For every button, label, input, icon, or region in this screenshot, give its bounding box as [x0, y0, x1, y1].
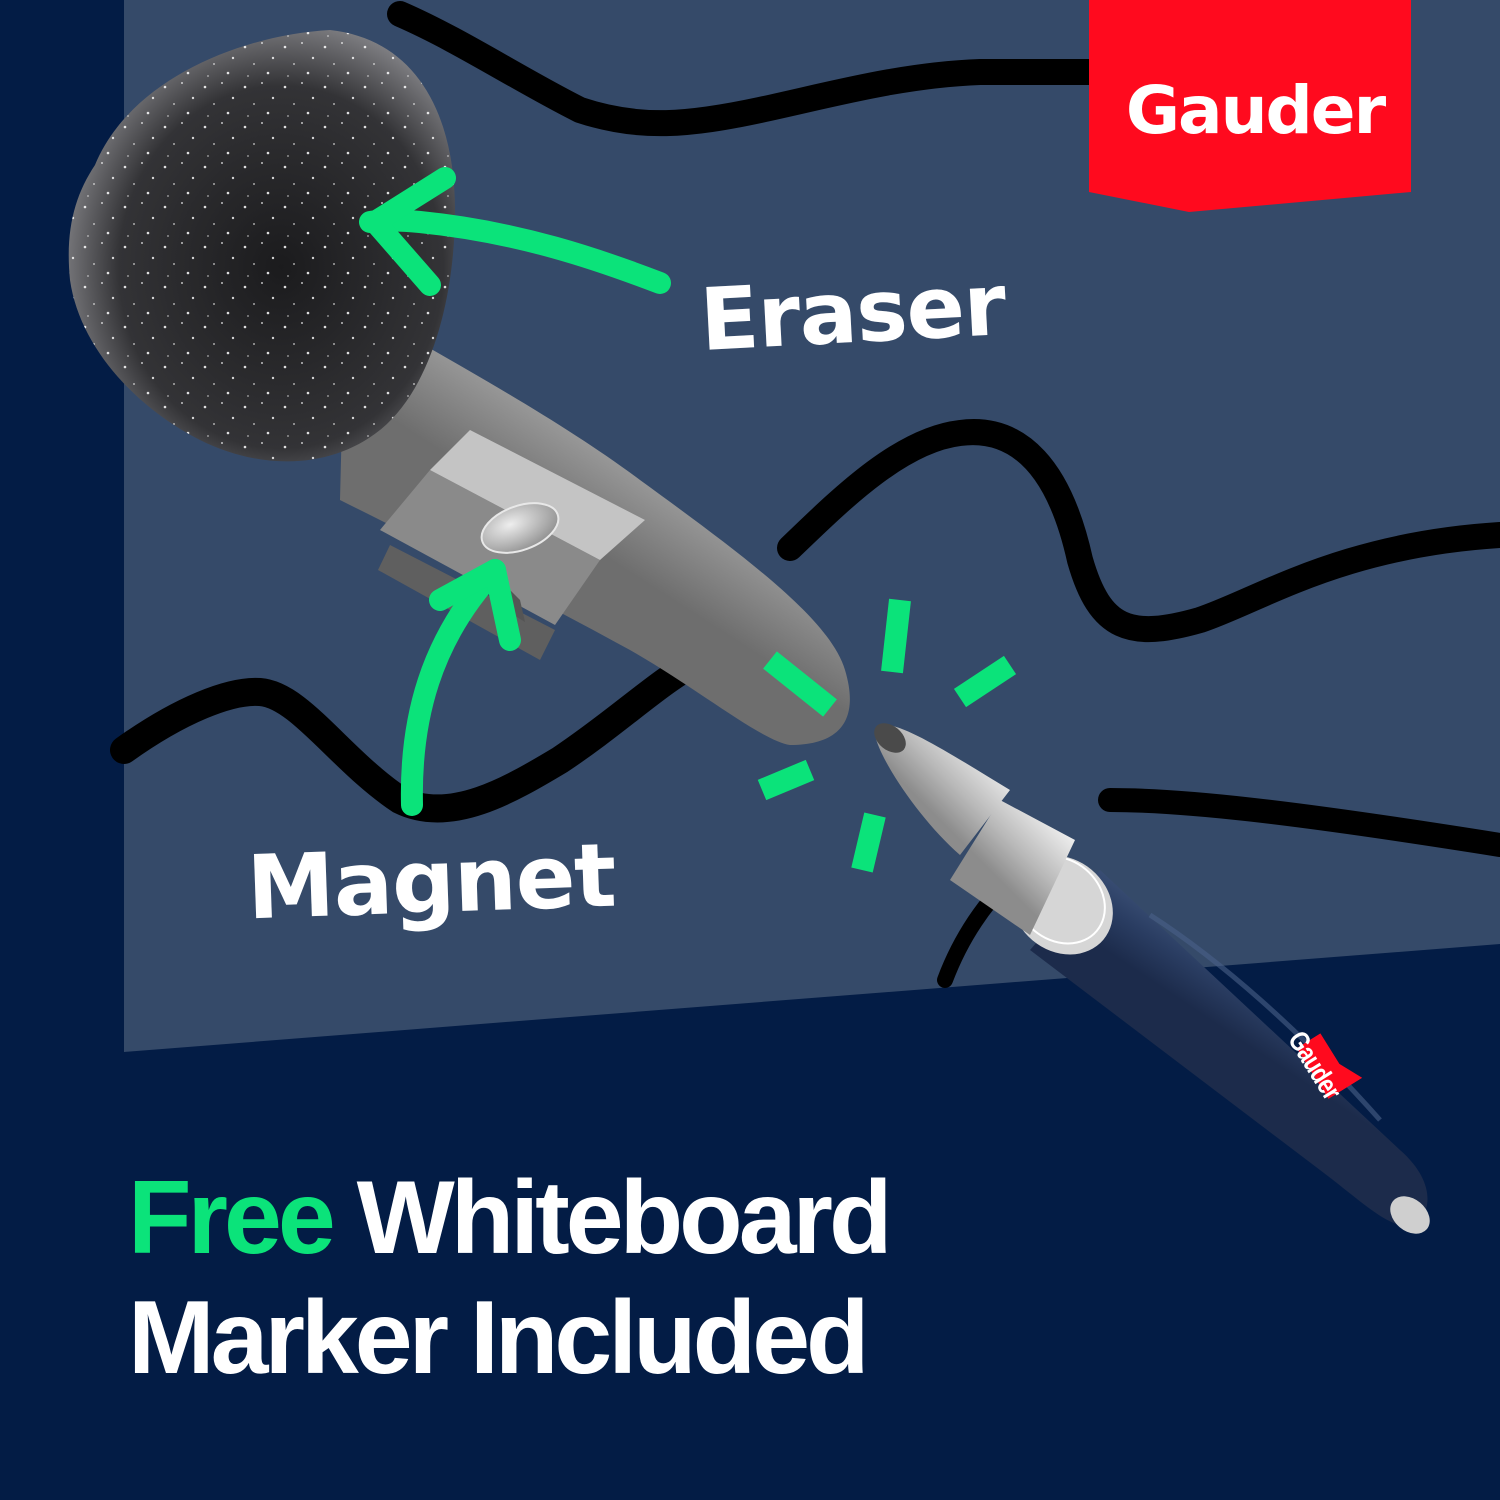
- brand-logo-badge: Gauder: [1089, 0, 1421, 212]
- magnet-disc: [480, 502, 560, 554]
- headline-accent-word: Free: [128, 1160, 336, 1276]
- spark-dashes: [757, 598, 1017, 873]
- eraser-label: Eraser: [697, 255, 1008, 371]
- headline-line-1-rest: Whiteboard: [331, 1160, 893, 1276]
- magnet-label: Magnet: [245, 823, 618, 940]
- marker-product: [874, 723, 1430, 1234]
- arrow-icons: [359, 167, 671, 816]
- brand-logo-text: Gauder: [1125, 72, 1386, 149]
- headline: Free Whiteboard Marker Included: [128, 1158, 893, 1398]
- headline-line-2: Marker Included: [128, 1280, 870, 1396]
- flag-shape: [1089, 0, 1411, 212]
- squiggle-lines: [110, 1, 1500, 988]
- headline-line-1: Free Whiteboard: [128, 1158, 893, 1278]
